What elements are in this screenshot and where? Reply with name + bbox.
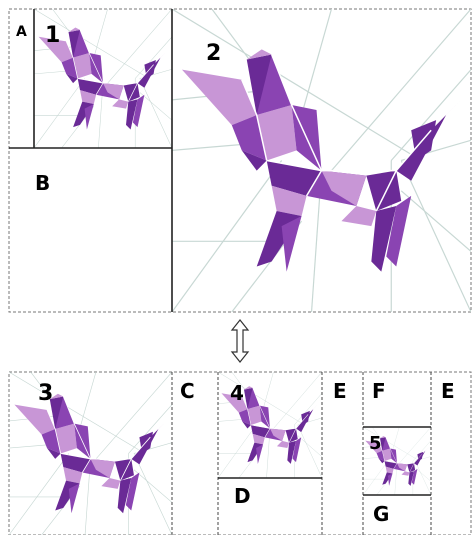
top-sheet: A 1 2 B xyxy=(8,8,472,313)
label-B: B xyxy=(35,171,50,195)
label-1: 1 xyxy=(45,23,60,48)
label-E-right: E xyxy=(441,379,455,403)
label-5: 5 xyxy=(369,433,382,454)
bottom-sheet: 3 C 4 E F E 5 D G xyxy=(8,371,472,535)
label-F: F xyxy=(372,379,386,403)
label-C: C xyxy=(180,379,195,403)
label-A: A xyxy=(16,24,27,40)
label-4: 4 xyxy=(230,381,244,405)
label-2: 2 xyxy=(206,41,221,66)
label-E-left: E xyxy=(333,379,347,403)
label-G: G xyxy=(373,502,389,526)
double-vertical-arrow-icon xyxy=(230,319,250,363)
label-D: D xyxy=(234,484,251,508)
label-3: 3 xyxy=(38,381,53,406)
